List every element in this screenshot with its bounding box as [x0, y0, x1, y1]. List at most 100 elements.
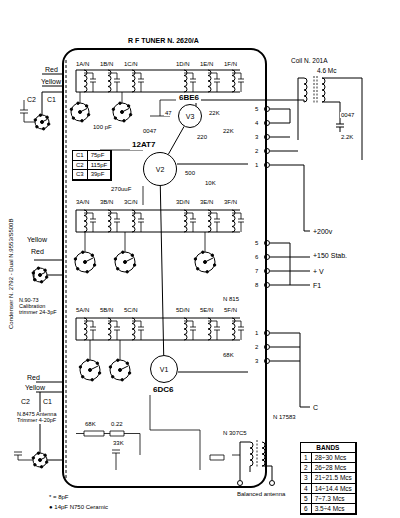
wire: [40, 457, 46, 460]
wire: [76, 70, 77, 92]
wire: [80, 92, 205, 360]
wire: [184, 213, 196, 232]
wire: [208, 213, 220, 232]
wire: [42, 119, 48, 122]
component-label: 5E/N: [199, 307, 214, 313]
wire: [270, 257, 290, 258]
switch-contact: [81, 120, 83, 122]
switch-contact: [74, 258, 76, 260]
switch-contact: [96, 362, 98, 364]
wire: [178, 372, 248, 373]
wafer-switch: [33, 453, 47, 467]
switch-contact: [44, 454, 46, 456]
switch-contact: [114, 117, 116, 119]
component-label: 1E/N: [199, 61, 214, 67]
component-label: C1: [42, 398, 53, 405]
antenna-terminal: [238, 481, 243, 486]
component-label: Red: [26, 374, 41, 381]
component-label: 68K: [84, 421, 97, 427]
switch-contact: [114, 258, 116, 260]
switch-contact: [46, 461, 48, 463]
switch-contact: [93, 264, 95, 266]
component-label: 5F/N: [223, 307, 238, 313]
component-label: 3: [254, 134, 259, 140]
component-label: * = 8pF: [48, 494, 70, 500]
wire: [76, 318, 240, 319]
wire: [270, 347, 290, 348]
wire: [240, 442, 272, 480]
switch-contact: [70, 108, 72, 110]
switch-contact: [34, 119, 36, 121]
wafer-switch: [71, 103, 89, 121]
switch-contact: [117, 268, 119, 270]
switch-contact: [36, 126, 38, 128]
wire: [322, 78, 325, 102]
component-label: 270uuF: [110, 186, 132, 192]
table-cell: 6: [301, 504, 312, 514]
table-cell: 115pF: [88, 161, 112, 171]
wire: [76, 92, 240, 93]
table-cell: 3.5÷4 Mcs: [312, 504, 356, 514]
wire: [150, 395, 200, 470]
table-cell: 5: [301, 494, 312, 504]
component-label: 500: [184, 170, 196, 176]
table-cell: C1: [73, 151, 88, 161]
wafer-switch: [75, 252, 95, 272]
wire: [270, 243, 290, 244]
component-label: 3B/N: [99, 199, 114, 205]
switch-contact: [44, 269, 46, 271]
switch-contact: [85, 105, 87, 107]
wire: [76, 434, 140, 471]
wire: [125, 258, 133, 262]
component-label: 1: [254, 330, 259, 336]
component-label: 5A/N: [75, 307, 90, 313]
component-label: C1: [46, 96, 57, 103]
component-label: Coil N. 201A: [290, 58, 329, 65]
wafer-switch: [33, 268, 47, 282]
switch-contact: [48, 123, 50, 125]
tube-symbol: 6DC6V1: [150, 355, 178, 383]
component-label: F1: [312, 282, 322, 289]
enclosure-title: R F TUNER N. 2620/A: [126, 37, 201, 45]
table-cell: 21÷21.5 Mcs: [312, 473, 356, 483]
component-label: 4: [254, 120, 259, 126]
wire: [76, 210, 77, 232]
switch-contact: [126, 362, 128, 364]
table-cell: 4: [301, 484, 312, 494]
wire: [14, 452, 33, 460]
component-label: +150 Stab.: [312, 252, 348, 259]
wafer-switch: [115, 252, 135, 272]
component-label: Yellow: [40, 78, 62, 85]
switch-contact: [206, 271, 208, 273]
wire: [314, 76, 317, 104]
data-table: BANDS128÷30 Mcs226÷28 Mcs321÷21.5 Mcs414…: [300, 442, 357, 515]
component-label: Red: [44, 66, 59, 73]
component-label: N 17583: [272, 414, 297, 420]
component-label: C: [312, 404, 319, 411]
component-label: 1D/N: [175, 61, 191, 67]
switch-contact: [131, 254, 133, 256]
switch-contact: [37, 267, 39, 269]
component-label: 5B/N: [99, 307, 114, 313]
component-label: 2.2K: [340, 134, 354, 140]
switch-contact: [91, 254, 93, 256]
switch-contact: [37, 452, 39, 454]
wire: [108, 213, 120, 232]
component-label: 3: [254, 358, 259, 364]
wire: [270, 333, 290, 334]
wafer-switch: [110, 360, 130, 380]
component-label: Balanced antenna: [236, 491, 286, 497]
table-cell: 28÷30 Mcs: [312, 453, 356, 463]
component-label: 5: [254, 240, 259, 246]
wire: [262, 442, 265, 466]
component-label: 10K: [204, 180, 217, 186]
wire: [270, 271, 290, 272]
wire: [298, 78, 362, 160]
tube-link-wire: [168, 126, 184, 154]
wafer-switch: [80, 360, 100, 380]
tube-symbol: 12AT7V2: [143, 152, 177, 186]
switch-contact: [213, 264, 215, 266]
wire: [76, 340, 240, 341]
component-label: 5: [254, 106, 259, 112]
wire: [250, 442, 253, 466]
